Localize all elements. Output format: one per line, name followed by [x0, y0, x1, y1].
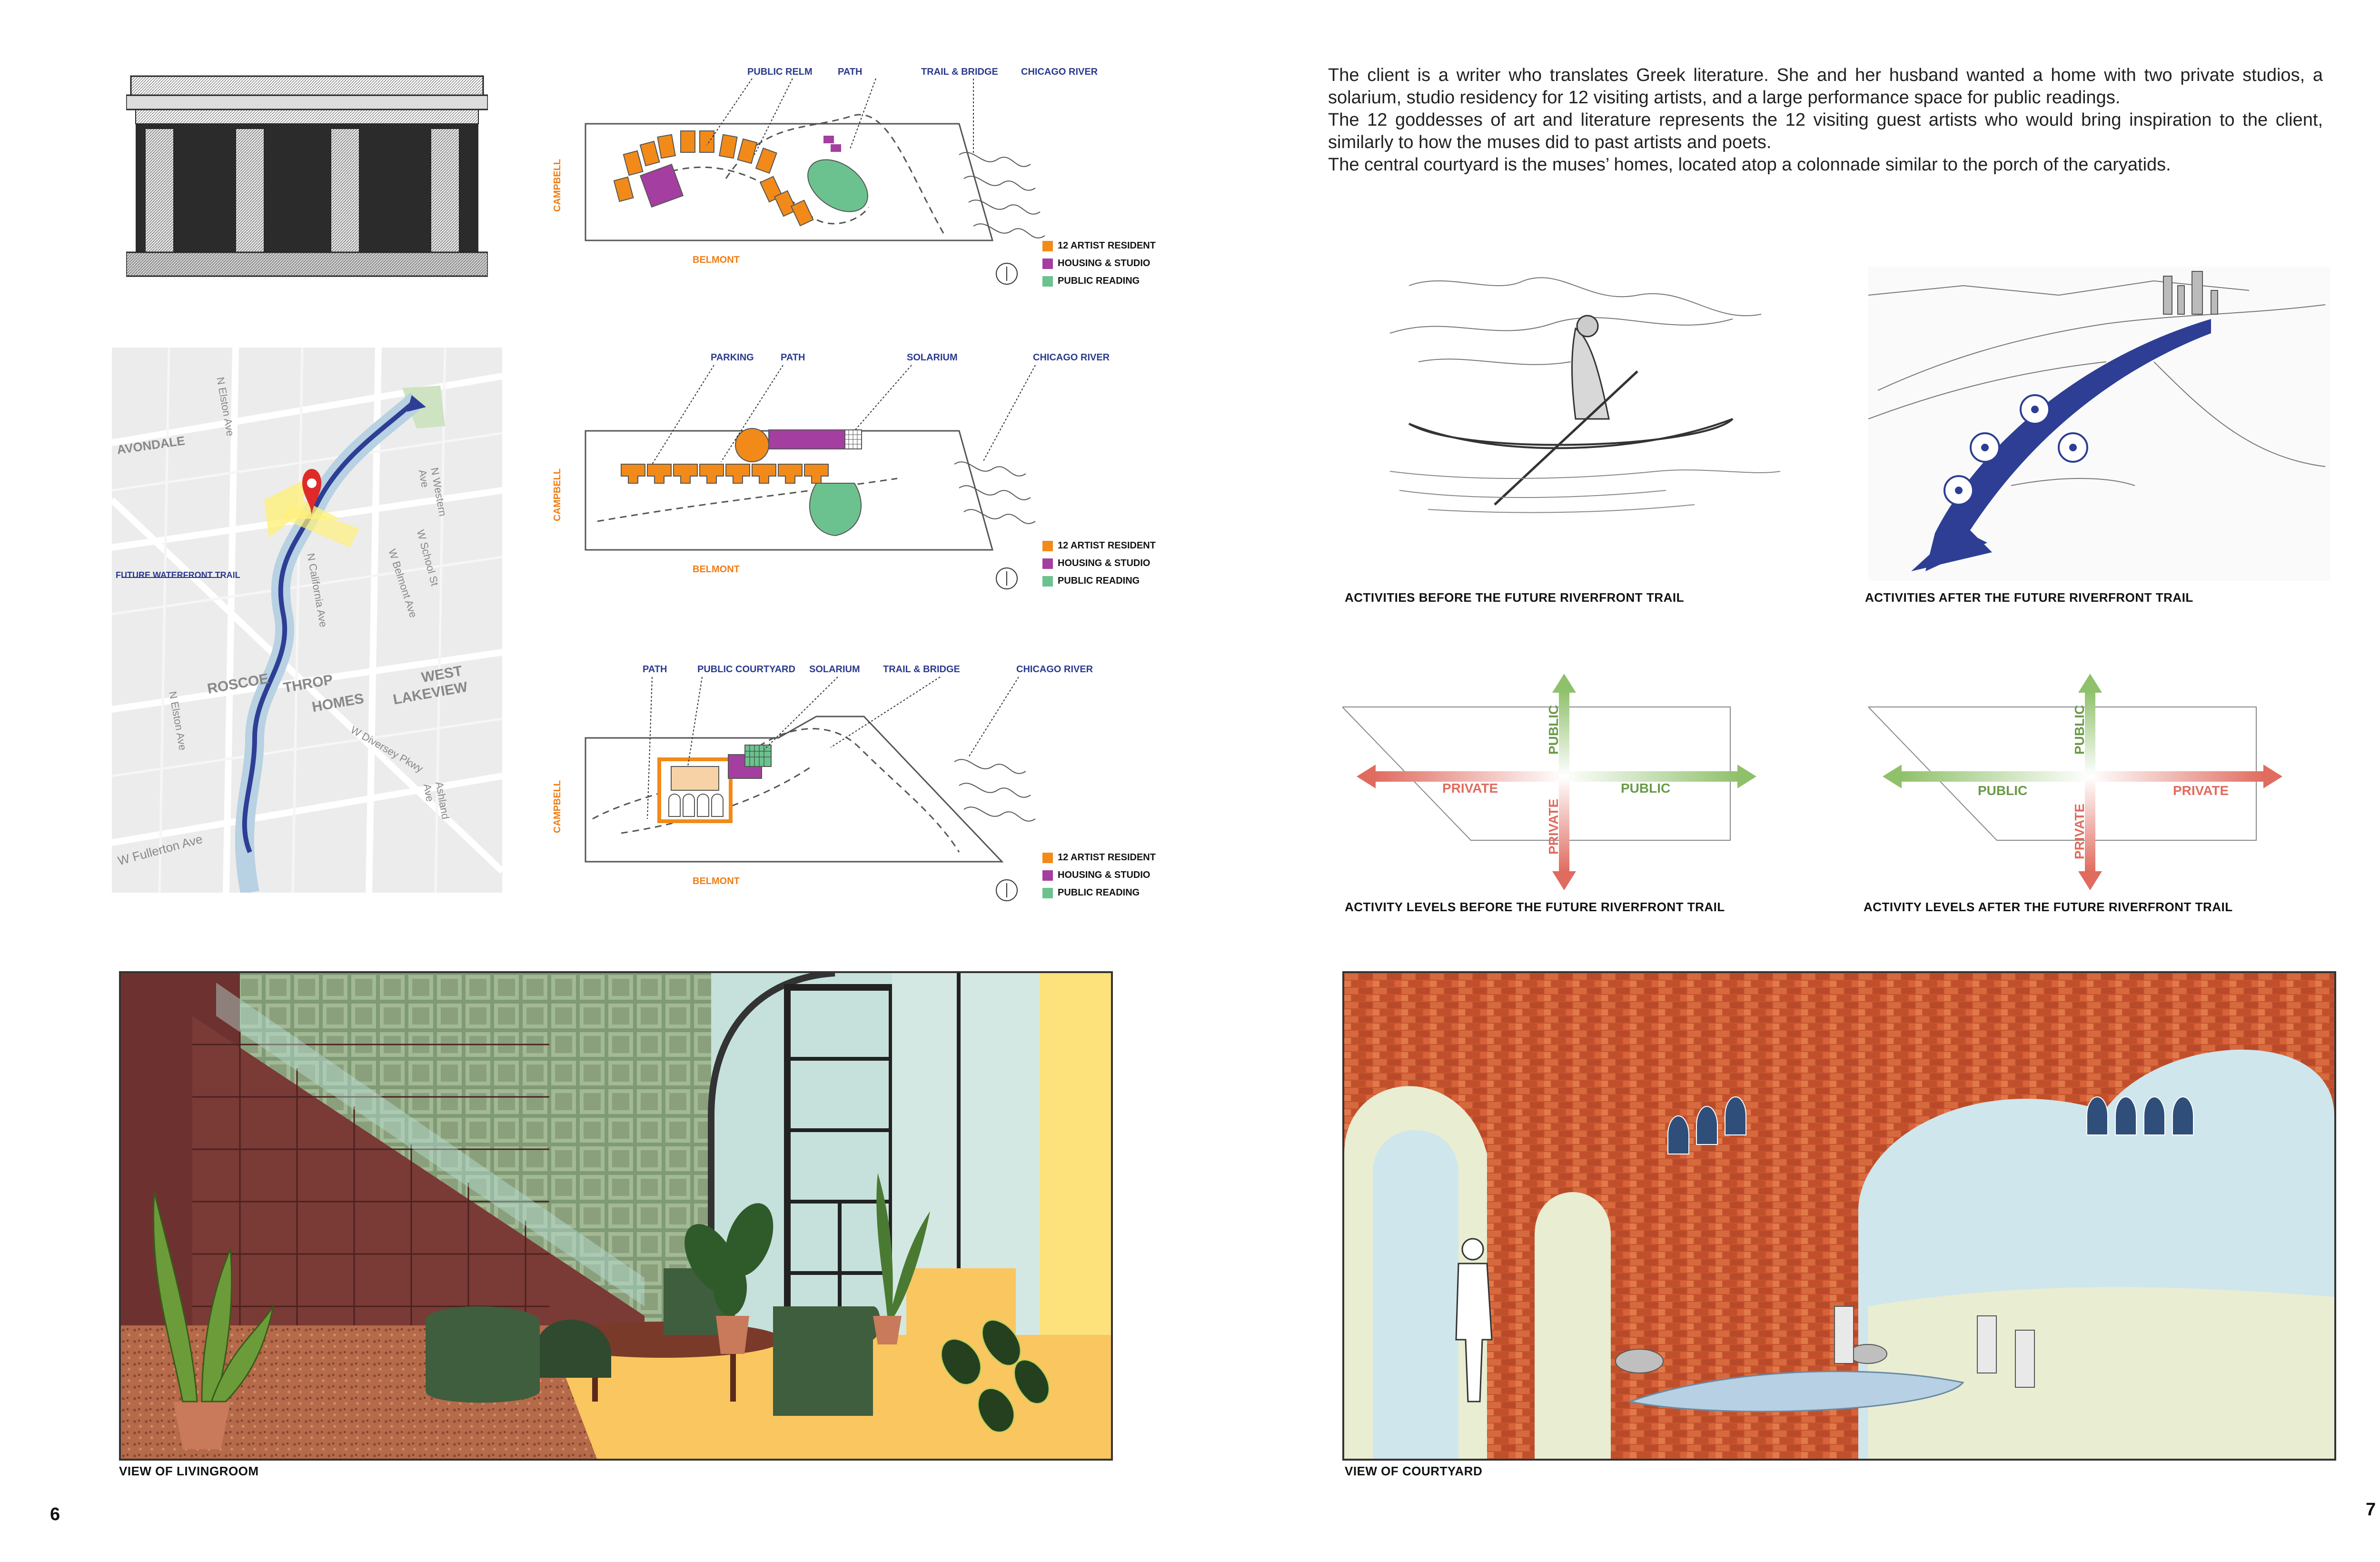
d3-label-solarium: SOLARIUM [809, 664, 860, 675]
caption-sketch-after: ACTIVITIES AFTER THE FUTURE RIVERFRONT T… [1865, 590, 2193, 605]
caption-livingroom: VIEW OF LIVINGROOM [119, 1464, 259, 1478]
activity-levels-before-diagram: PRIVATE PUBLIC PUBLIC PRIVATE [1342, 671, 1771, 900]
caption-courtyard: VIEW OF COURTYARD [1345, 1464, 1483, 1478]
after-left-label: PUBLIC [1978, 783, 2028, 798]
d1-label-trail-bridge: TRAIL & BRIDGE [921, 67, 998, 77]
d1-street-belmont: BELMONT [693, 255, 740, 265]
d3-label-trail-bridge: TRAIL & BRIDGE [883, 664, 960, 675]
livingroom-illustration [119, 971, 1113, 1461]
d3-label-public-courtyard: PUBLIC COURTYARD [697, 664, 795, 675]
legend-item-reading: PUBLIC READING [1042, 576, 1156, 587]
d2-label-chicago-river: CHICAGO RIVER [1033, 352, 1110, 363]
d2-street-campbell: CAMPBELL [552, 468, 563, 521]
legend-item-artist: 12 ARTIST RESIDENT [1042, 540, 1156, 551]
intro-paragraph-3: The central courtyard is the muses’ home… [1328, 155, 2171, 175]
page-number-left: 6 [50, 1504, 60, 1524]
trail-label: FUTURE WATERFRONT TRAIL [116, 570, 240, 580]
after-up-label: PUBLIC [2072, 705, 2087, 755]
d3-street-campbell: CAMPBELL [552, 780, 563, 833]
intro-paragraph-1: The client is a writer who translates Gr… [1328, 65, 2323, 108]
legend-item-reading: PUBLIC READING [1042, 887, 1156, 898]
d3-legend: 12 ARTIST RESIDENT HOUSING & STUDIO PUBL… [1042, 852, 1156, 905]
site-diagram-2: PARKING PATH SOLARIUM CHICAGO RIVER CAMP… [552, 350, 1156, 597]
d3-street-belmont: BELMONT [693, 876, 740, 886]
after-right-label: PRIVATE [2173, 783, 2229, 798]
d2-label-path: PATH [781, 352, 805, 363]
before-down-label: PRIVATE [1546, 798, 1561, 855]
d1-label-public-relm: PUBLIC RELM [747, 67, 813, 77]
before-up-label: PUBLIC [1546, 705, 1561, 755]
d1-legend: 12 ARTIST RESIDENT HOUSING & STUDIO PUBL… [1042, 240, 1156, 293]
legend-item-housing: HOUSING & STUDIO [1042, 258, 1156, 269]
caption-levels-after: ACTIVITY LEVELS AFTER THE FUTURE RIVERFR… [1864, 900, 2233, 914]
after-down-label: PRIVATE [2072, 803, 2087, 859]
legend-item-artist: 12 ARTIST RESIDENT [1042, 240, 1156, 251]
d2-legend: 12 ARTIST RESIDENT HOUSING & STUDIO PUBL… [1042, 540, 1156, 593]
site-diagram-1: PUBLIC RELM PATH TRAIL & BRIDGE CHICAGO … [552, 64, 1156, 298]
d1-label-chicago-river: CHICAGO RIVER [1021, 67, 1098, 77]
activity-levels-after-diagram: PUBLIC PRIVATE PUBLIC PRIVATE [1868, 671, 2297, 900]
sketch-after-trail [1868, 267, 2330, 581]
d1-label-path: PATH [838, 67, 863, 77]
page-number-right: 7 [2366, 1500, 2376, 1520]
d1-street-campbell: CAMPBELL [552, 159, 563, 212]
caryatid-porch-illustration [125, 71, 489, 286]
d3-label-chicago-river: CHICAGO RIVER [1016, 664, 1093, 675]
before-left-label: PRIVATE [1442, 781, 1498, 796]
d2-street-belmont: BELMONT [693, 564, 740, 575]
legend-item-artist: 12 ARTIST RESIDENT [1042, 852, 1156, 863]
sketch-before-trail [1371, 267, 1790, 533]
intro-text: The client is a writer who translates Gr… [1328, 64, 2323, 176]
d2-label-parking: PARKING [711, 352, 754, 363]
before-right-label: PUBLIC [1621, 781, 1671, 796]
d2-label-solarium: SOLARIUM [907, 352, 958, 363]
caption-levels-before: ACTIVITY LEVELS BEFORE THE FUTURE RIVERF… [1345, 900, 1725, 914]
intro-paragraph-2: The 12 goddesses of art and literature r… [1328, 110, 2323, 152]
legend-item-reading: PUBLIC READING [1042, 276, 1156, 287]
site-diagram-3: PATH PUBLIC COURTYARD SOLARIUM TRAIL & B… [552, 662, 1156, 909]
caption-sketch-before: ACTIVITIES BEFORE THE FUTURE RIVERFRONT … [1345, 590, 1684, 605]
site-map: FUTURE WATERFRONT TRAIL AVONDALE N Elsto… [112, 348, 502, 893]
courtyard-illustration [1342, 971, 2336, 1461]
legend-item-housing: HOUSING & STUDIO [1042, 870, 1156, 881]
legend-item-housing: HOUSING & STUDIO [1042, 558, 1156, 569]
d3-label-path: PATH [643, 664, 667, 675]
